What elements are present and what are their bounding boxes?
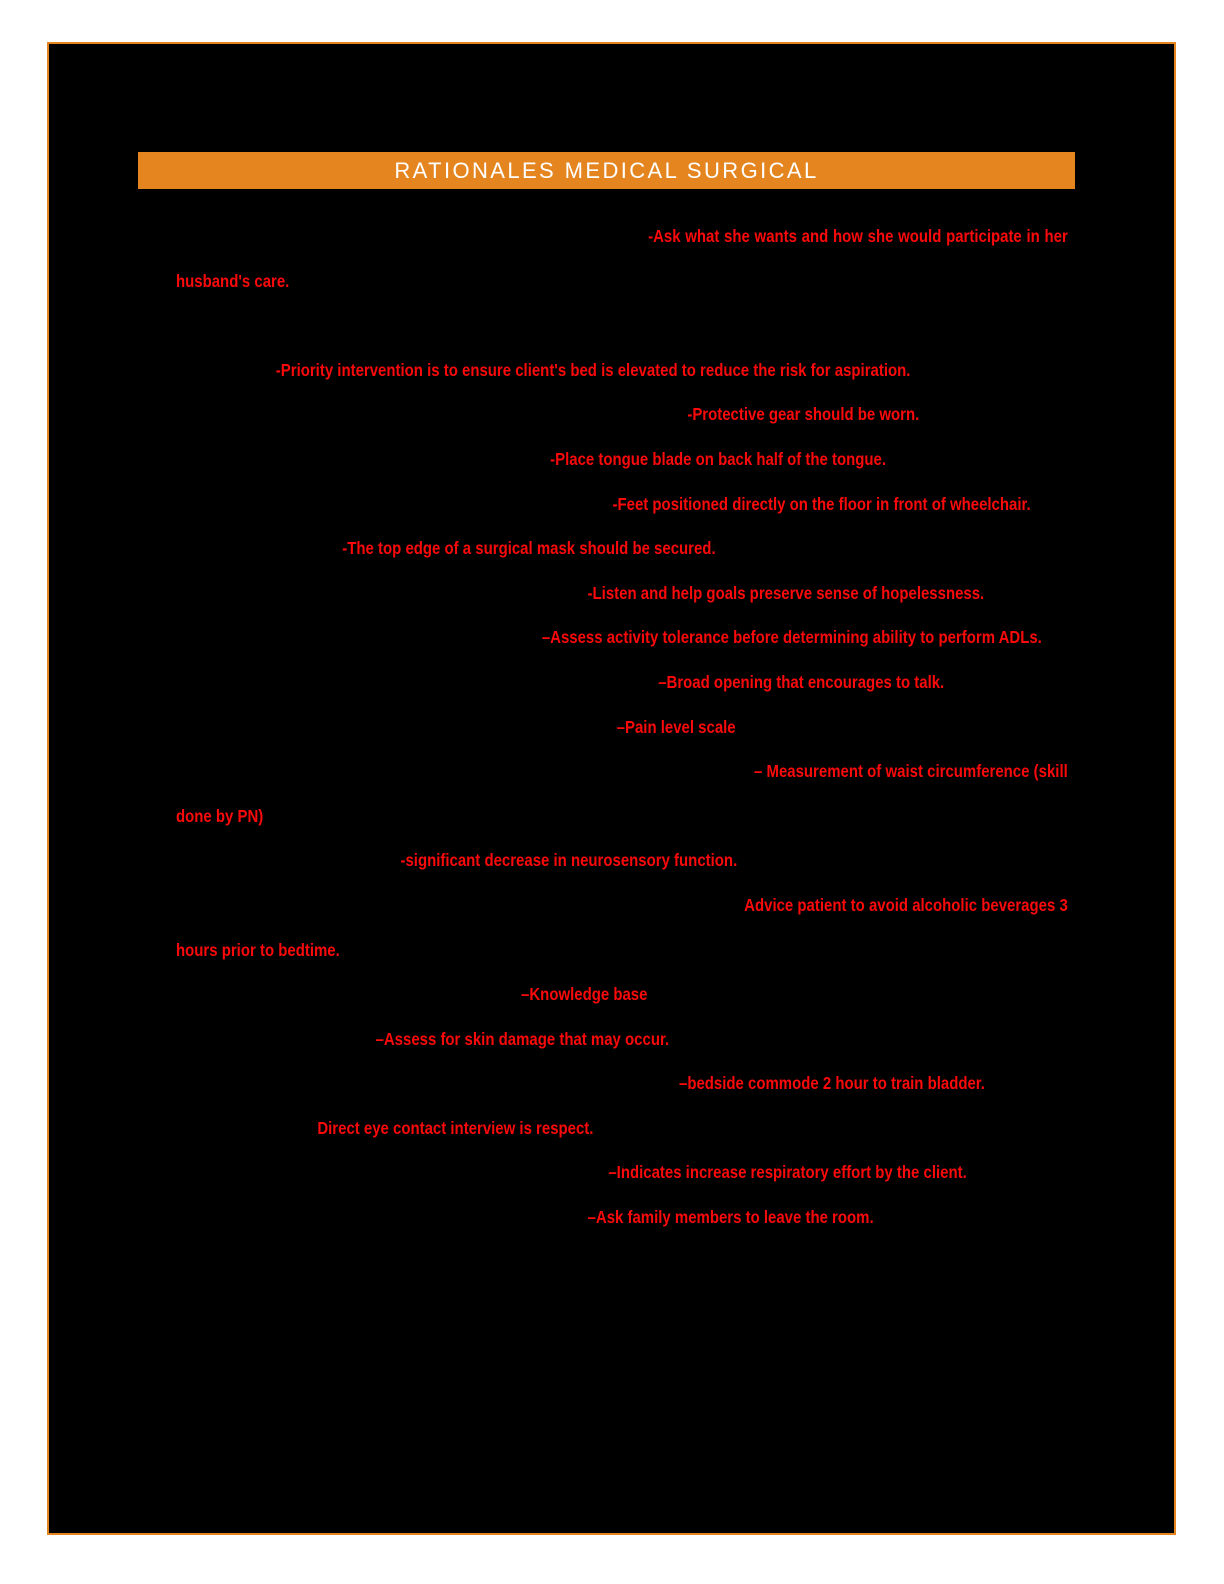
rationale-text: -Ask what she wants and how she would pa… [176, 226, 1072, 291]
rationale-line: -Protective gear should be worn. [176, 392, 1068, 437]
page-title: RATIONALES MEDICAL SURGICAL [394, 157, 819, 183]
line-leading-space [176, 1073, 679, 1093]
rationale-line: – Measurement of waist circumference (sk… [176, 749, 1068, 838]
rationale-line: -The top edge of a surgical mask should … [176, 526, 1068, 571]
line-leading-space [176, 895, 744, 915]
line-leading-space [176, 850, 400, 870]
rationale-line: –Indicates increase respiratory effort b… [176, 1150, 1068, 1195]
rationale-text: -Place tongue blade on back half of the … [550, 448, 886, 469]
line-leading-space [176, 449, 550, 469]
rationale-text: –Assess activity tolerance before determ… [541, 627, 1042, 648]
rationale-text: -Feet positioned directly on the floor i… [612, 493, 1031, 514]
rationale-text: –Indicates increase respiratory effort b… [608, 1162, 967, 1183]
line-leading-space [176, 1207, 588, 1227]
rationale-text: –Pain level scale [616, 716, 736, 737]
rationale-line: -Priority intervention is to ensure clie… [176, 348, 1068, 393]
rationale-text: –Assess for skin damage that may occur. [375, 1028, 670, 1049]
rationale-text: –Knowledge base [521, 984, 648, 1005]
rationale-text: -significant decrease in neurosensory fu… [400, 850, 738, 871]
rationale-line: -Feet positioned directly on the floor i… [176, 482, 1068, 527]
rationale-text: –Ask family members to leave the room. [587, 1207, 874, 1228]
line-leading-space [176, 404, 687, 424]
rationale-line: –Assess activity tolerance before determ… [176, 615, 1068, 660]
rationale-text: -Listen and help goals preserve sense of… [587, 582, 985, 603]
rationale-line: -Listen and help goals preserve sense of… [176, 571, 1068, 616]
document-page: RATIONALES MEDICAL SURGICAL -Ask what sh… [47, 42, 1176, 1535]
rationale-line: Advice patient to avoid alcoholic bevera… [176, 883, 1068, 972]
line-leading-space [176, 1162, 608, 1182]
line-leading-space [176, 360, 276, 380]
rationale-text: –bedside commode 2 hour to train bladder… [679, 1073, 985, 1094]
rationale-line: –Broad opening that encourages to talk. [176, 660, 1068, 705]
line-leading-space [176, 1029, 376, 1049]
rationale-line: –Assess for skin damage that may occur. [176, 1017, 1068, 1062]
line-leading-space [176, 761, 754, 781]
blank-line [176, 303, 1068, 348]
rationale-line: -Place tongue blade on back half of the … [176, 437, 1068, 482]
line-leading-space [176, 538, 342, 558]
rationale-text: Advice patient to avoid alcoholic bevera… [176, 894, 1072, 960]
rationale-text: – Measurement of waist circumference (sk… [176, 761, 1072, 826]
rationale-text: -Priority intervention is to ensure clie… [275, 359, 911, 380]
rationale-text: -Protective gear should be worn. [687, 404, 920, 425]
line-leading-space [176, 627, 542, 647]
rationale-line: –Pain level scale [176, 705, 1068, 750]
rationale-line: –Knowledge base [176, 972, 1068, 1017]
line-leading-space [176, 984, 521, 1004]
line-leading-space [176, 494, 613, 514]
line-leading-space [176, 717, 617, 737]
rationale-text: Direct eye contact interview is respect. [317, 1117, 594, 1138]
line-leading-space [176, 1118, 317, 1138]
line-leading-space [176, 672, 658, 692]
rationale-text: –Broad opening that encourages to talk. [658, 671, 945, 692]
rationales-text-body: -Ask what she wants and how she would pa… [176, 214, 1068, 1240]
rationale-line: -significant decrease in neurosensory fu… [176, 838, 1068, 883]
rationale-line: -Ask what she wants and how she would pa… [176, 214, 1068, 303]
rationale-line: Direct eye contact interview is respect. [176, 1106, 1068, 1151]
line-leading-space [176, 583, 588, 603]
rationale-line: –bedside commode 2 hour to train bladder… [176, 1061, 1068, 1106]
rationale-line: –Ask family members to leave the room. [176, 1195, 1068, 1240]
rationale-text: -The top edge of a surgical mask should … [342, 538, 716, 559]
line-leading-space [176, 226, 648, 246]
header-banner: RATIONALES MEDICAL SURGICAL [138, 152, 1075, 189]
